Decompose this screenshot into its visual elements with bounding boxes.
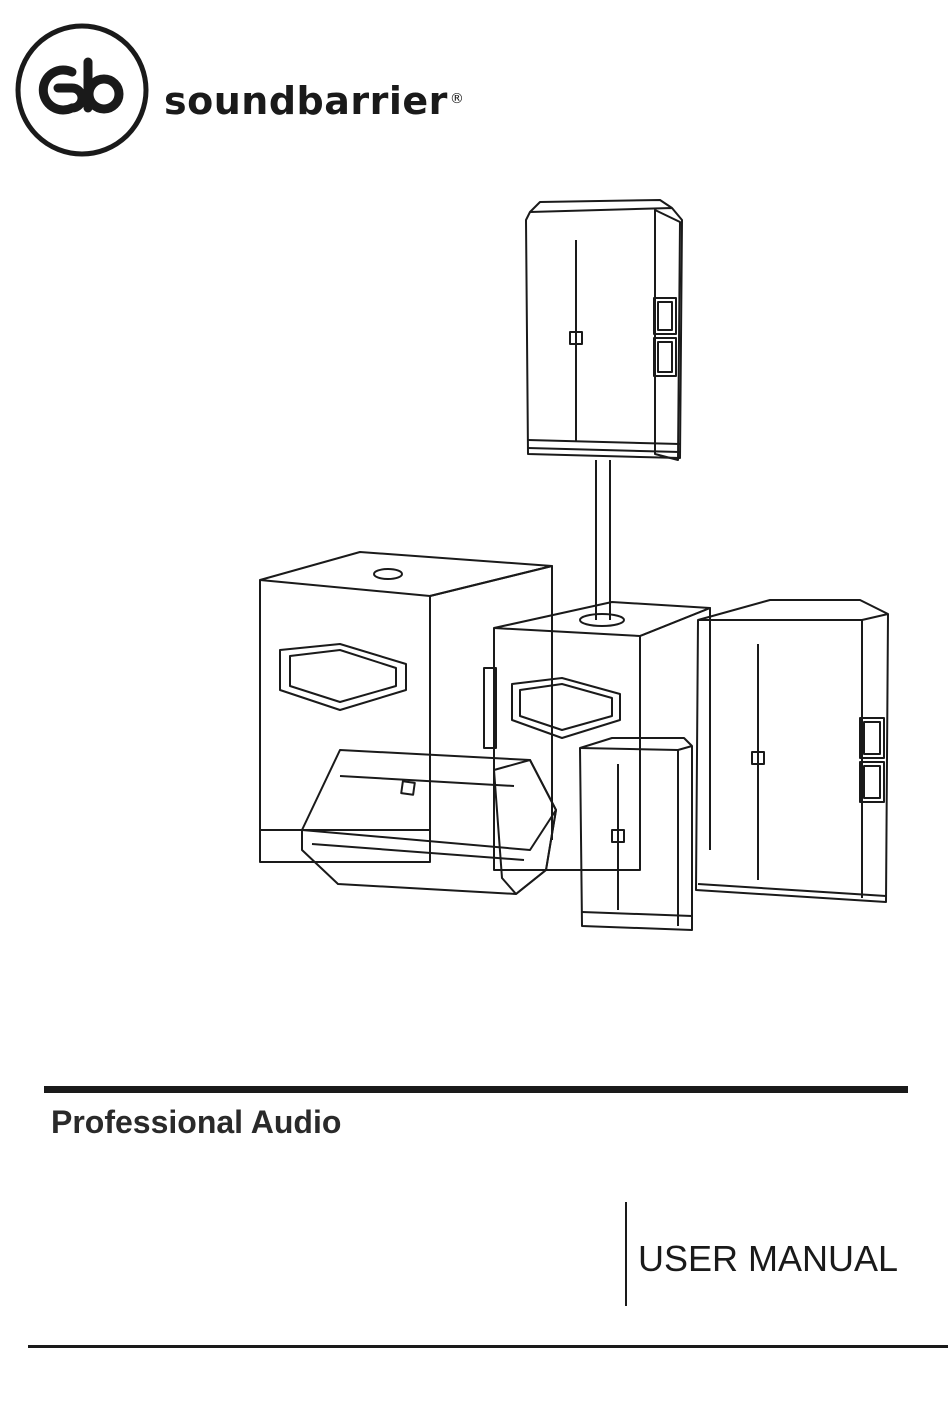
brand-name: soundbarrier® (164, 82, 464, 120)
cover-subtitle: Professional Audio (51, 1104, 341, 1141)
brand-monogram-icon (14, 22, 150, 158)
right-speaker (696, 600, 888, 902)
registered-mark: ® (450, 91, 465, 107)
subwoofer-middle (484, 602, 710, 870)
speaker-illustration (240, 190, 950, 940)
top-speaker (526, 200, 682, 460)
document-type-title: USER MANUAL (638, 1238, 898, 1280)
small-speaker (580, 738, 692, 930)
subwoofer-large (260, 552, 552, 862)
vertical-divider (625, 1202, 627, 1306)
brand-logo: soundbarrier® (14, 22, 494, 162)
footer-rule (28, 1345, 948, 1348)
header-rule (44, 1086, 908, 1093)
